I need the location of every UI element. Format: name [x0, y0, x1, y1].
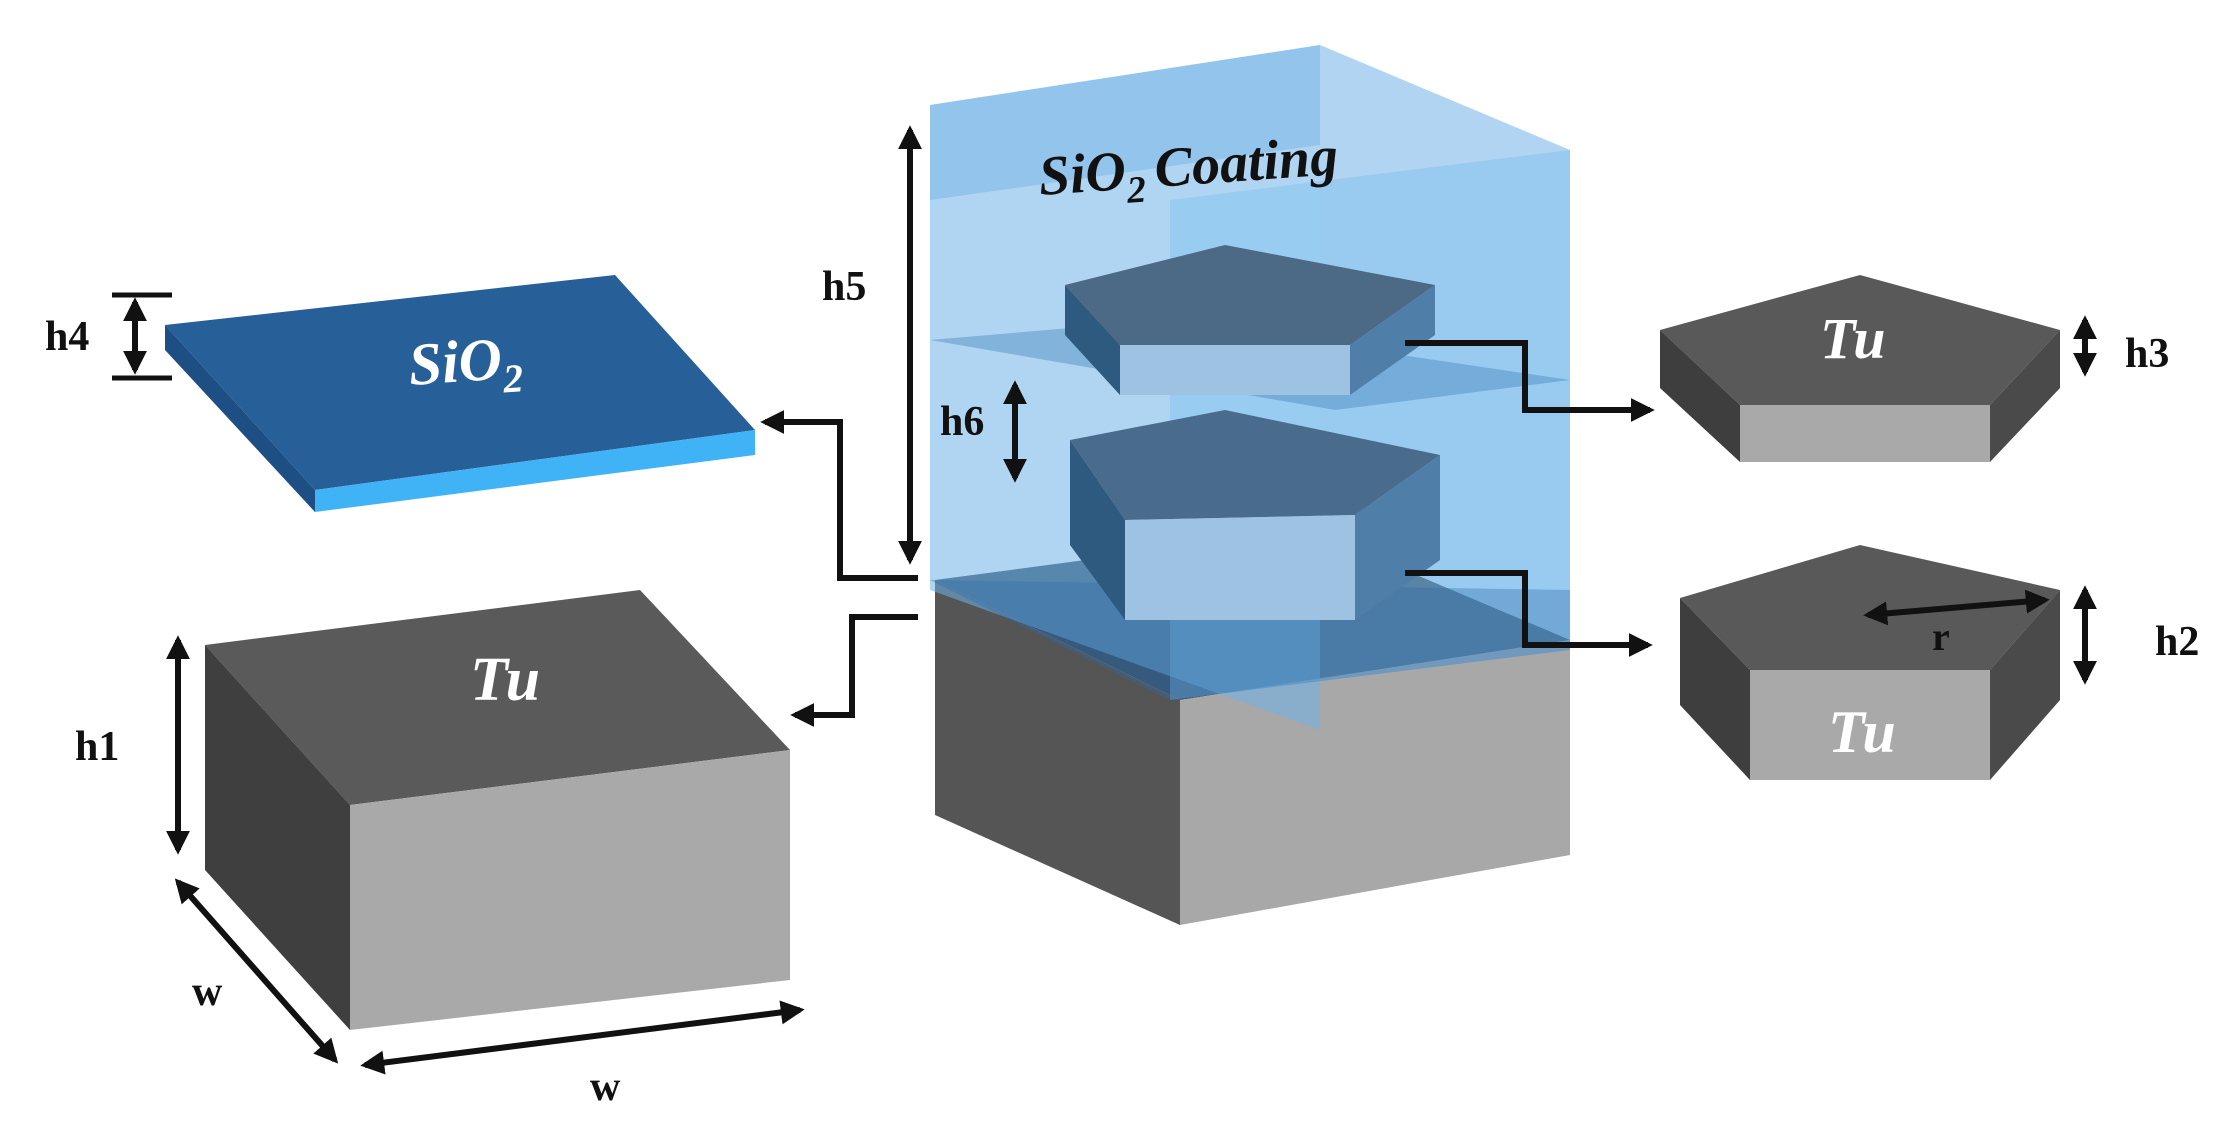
- h2-label: h2: [2155, 619, 2199, 665]
- arrow-to-bottom-pentagon: [1405, 570, 1653, 657]
- tu-block: Tu h1 w w: [75, 590, 805, 1110]
- w-depth-label: w: [192, 969, 223, 1015]
- h3-label: h3: [2125, 331, 2169, 377]
- bottom-pent-front: [1750, 670, 1990, 780]
- top-pent-right: [1990, 330, 2060, 462]
- lower-pent-front: [1125, 515, 1355, 620]
- arrow-to-tu-block: [790, 614, 918, 727]
- slab-top: [165, 275, 755, 490]
- slab-left-edge: [165, 325, 315, 512]
- tu-block-top: [205, 590, 790, 805]
- h1-label: h1: [75, 724, 119, 770]
- slab-label: SiO2: [406, 324, 524, 408]
- upper-pent-left: [1065, 285, 1120, 395]
- h4-label: h4: [45, 314, 89, 360]
- top-pent-left: [1660, 330, 1740, 462]
- center-lower-pentagon: [1070, 410, 1440, 620]
- center-assembly: SiO2Coating h5 h6: [822, 45, 1570, 925]
- sio2-slab: SiO2 h4: [45, 275, 755, 512]
- arrow-to-slab: [760, 410, 918, 581]
- upper-pent-right: [1350, 285, 1435, 395]
- lower-pent-right: [1355, 455, 1440, 620]
- tu-block-label: Tu: [470, 646, 540, 714]
- h5-label: h5: [822, 264, 866, 310]
- w-depth-arrow: [174, 878, 339, 1064]
- top-pent-top: [1660, 275, 2060, 405]
- bottom-pentagon-part: r Tu h2: [1680, 545, 2199, 780]
- top-pent-label: Tu: [1820, 306, 1886, 371]
- bottom-pent-top: [1680, 545, 2060, 670]
- top-pentagon-part: Tu h3: [1660, 275, 2169, 462]
- arrow-to-top-pentagon: [1405, 340, 1655, 422]
- h6-label: h6: [940, 399, 984, 445]
- center-upper-pentagon: [1065, 245, 1435, 395]
- bottom-pent-right: [1990, 590, 2060, 780]
- center-base-left: [935, 580, 1180, 925]
- top-pent-front: [1740, 405, 1990, 462]
- coating-lower-left: [930, 580, 1570, 700]
- tu-block-front: [350, 750, 790, 1030]
- connector-arrows: [760, 340, 1655, 727]
- r-label: r: [1932, 614, 1950, 659]
- lower-pent-left: [1070, 440, 1125, 620]
- upper-pent-front: [1120, 345, 1350, 395]
- r-arrow: [1863, 589, 2050, 626]
- upper-pent-top: [1065, 245, 1435, 345]
- w-width-arrow: [360, 1000, 805, 1075]
- bottom-pent-left: [1680, 598, 1750, 780]
- w-width-label: w: [590, 1064, 621, 1110]
- coating-title: SiO2Coating: [1037, 125, 1341, 218]
- slab-front-edge: [315, 430, 755, 512]
- lower-pent-top: [1070, 410, 1440, 520]
- bottom-pent-label: Tu: [1828, 699, 1896, 765]
